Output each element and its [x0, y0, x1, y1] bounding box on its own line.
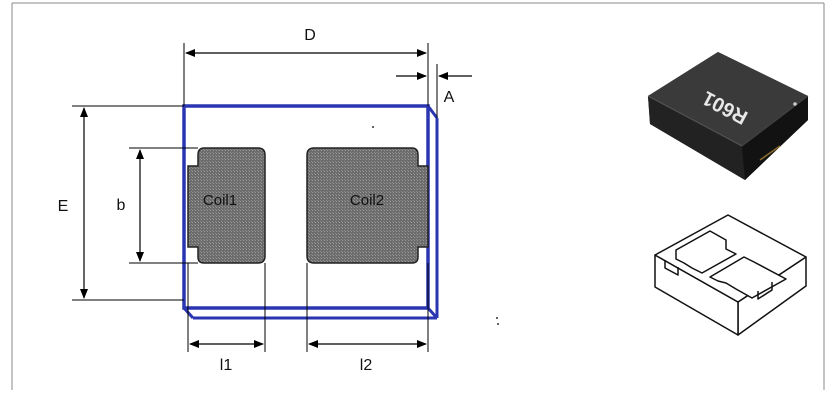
chip-line-drawing [654, 214, 807, 336]
dimension-l1: l1 [187, 263, 266, 374]
dimension-b: b [117, 147, 198, 264]
figure-border [11, 2, 825, 390]
dimension-d: D [183, 27, 429, 106]
dimension-a: A [396, 64, 472, 118]
dimension-l1-label: l1 [220, 357, 233, 374]
pad-coil1-label: Coil1 [203, 192, 237, 209]
stray-marks [372, 126, 499, 325]
pad-coil2-label: Coil2 [350, 192, 384, 209]
dimension-l2: l2 [306, 263, 429, 374]
dimension-a-label: A [444, 89, 455, 106]
dimension-e: E [58, 105, 184, 301]
dimension-d-label: D [304, 27, 316, 44]
chip-photo: R601 [647, 52, 809, 180]
dimension-l2-label: l2 [360, 357, 373, 374]
pad-coil1: Coil1 [187, 147, 266, 264]
dimension-b-label: b [117, 197, 126, 214]
pad-coil2: Coil2 [306, 147, 429, 264]
dimension-e-label: E [58, 198, 69, 215]
